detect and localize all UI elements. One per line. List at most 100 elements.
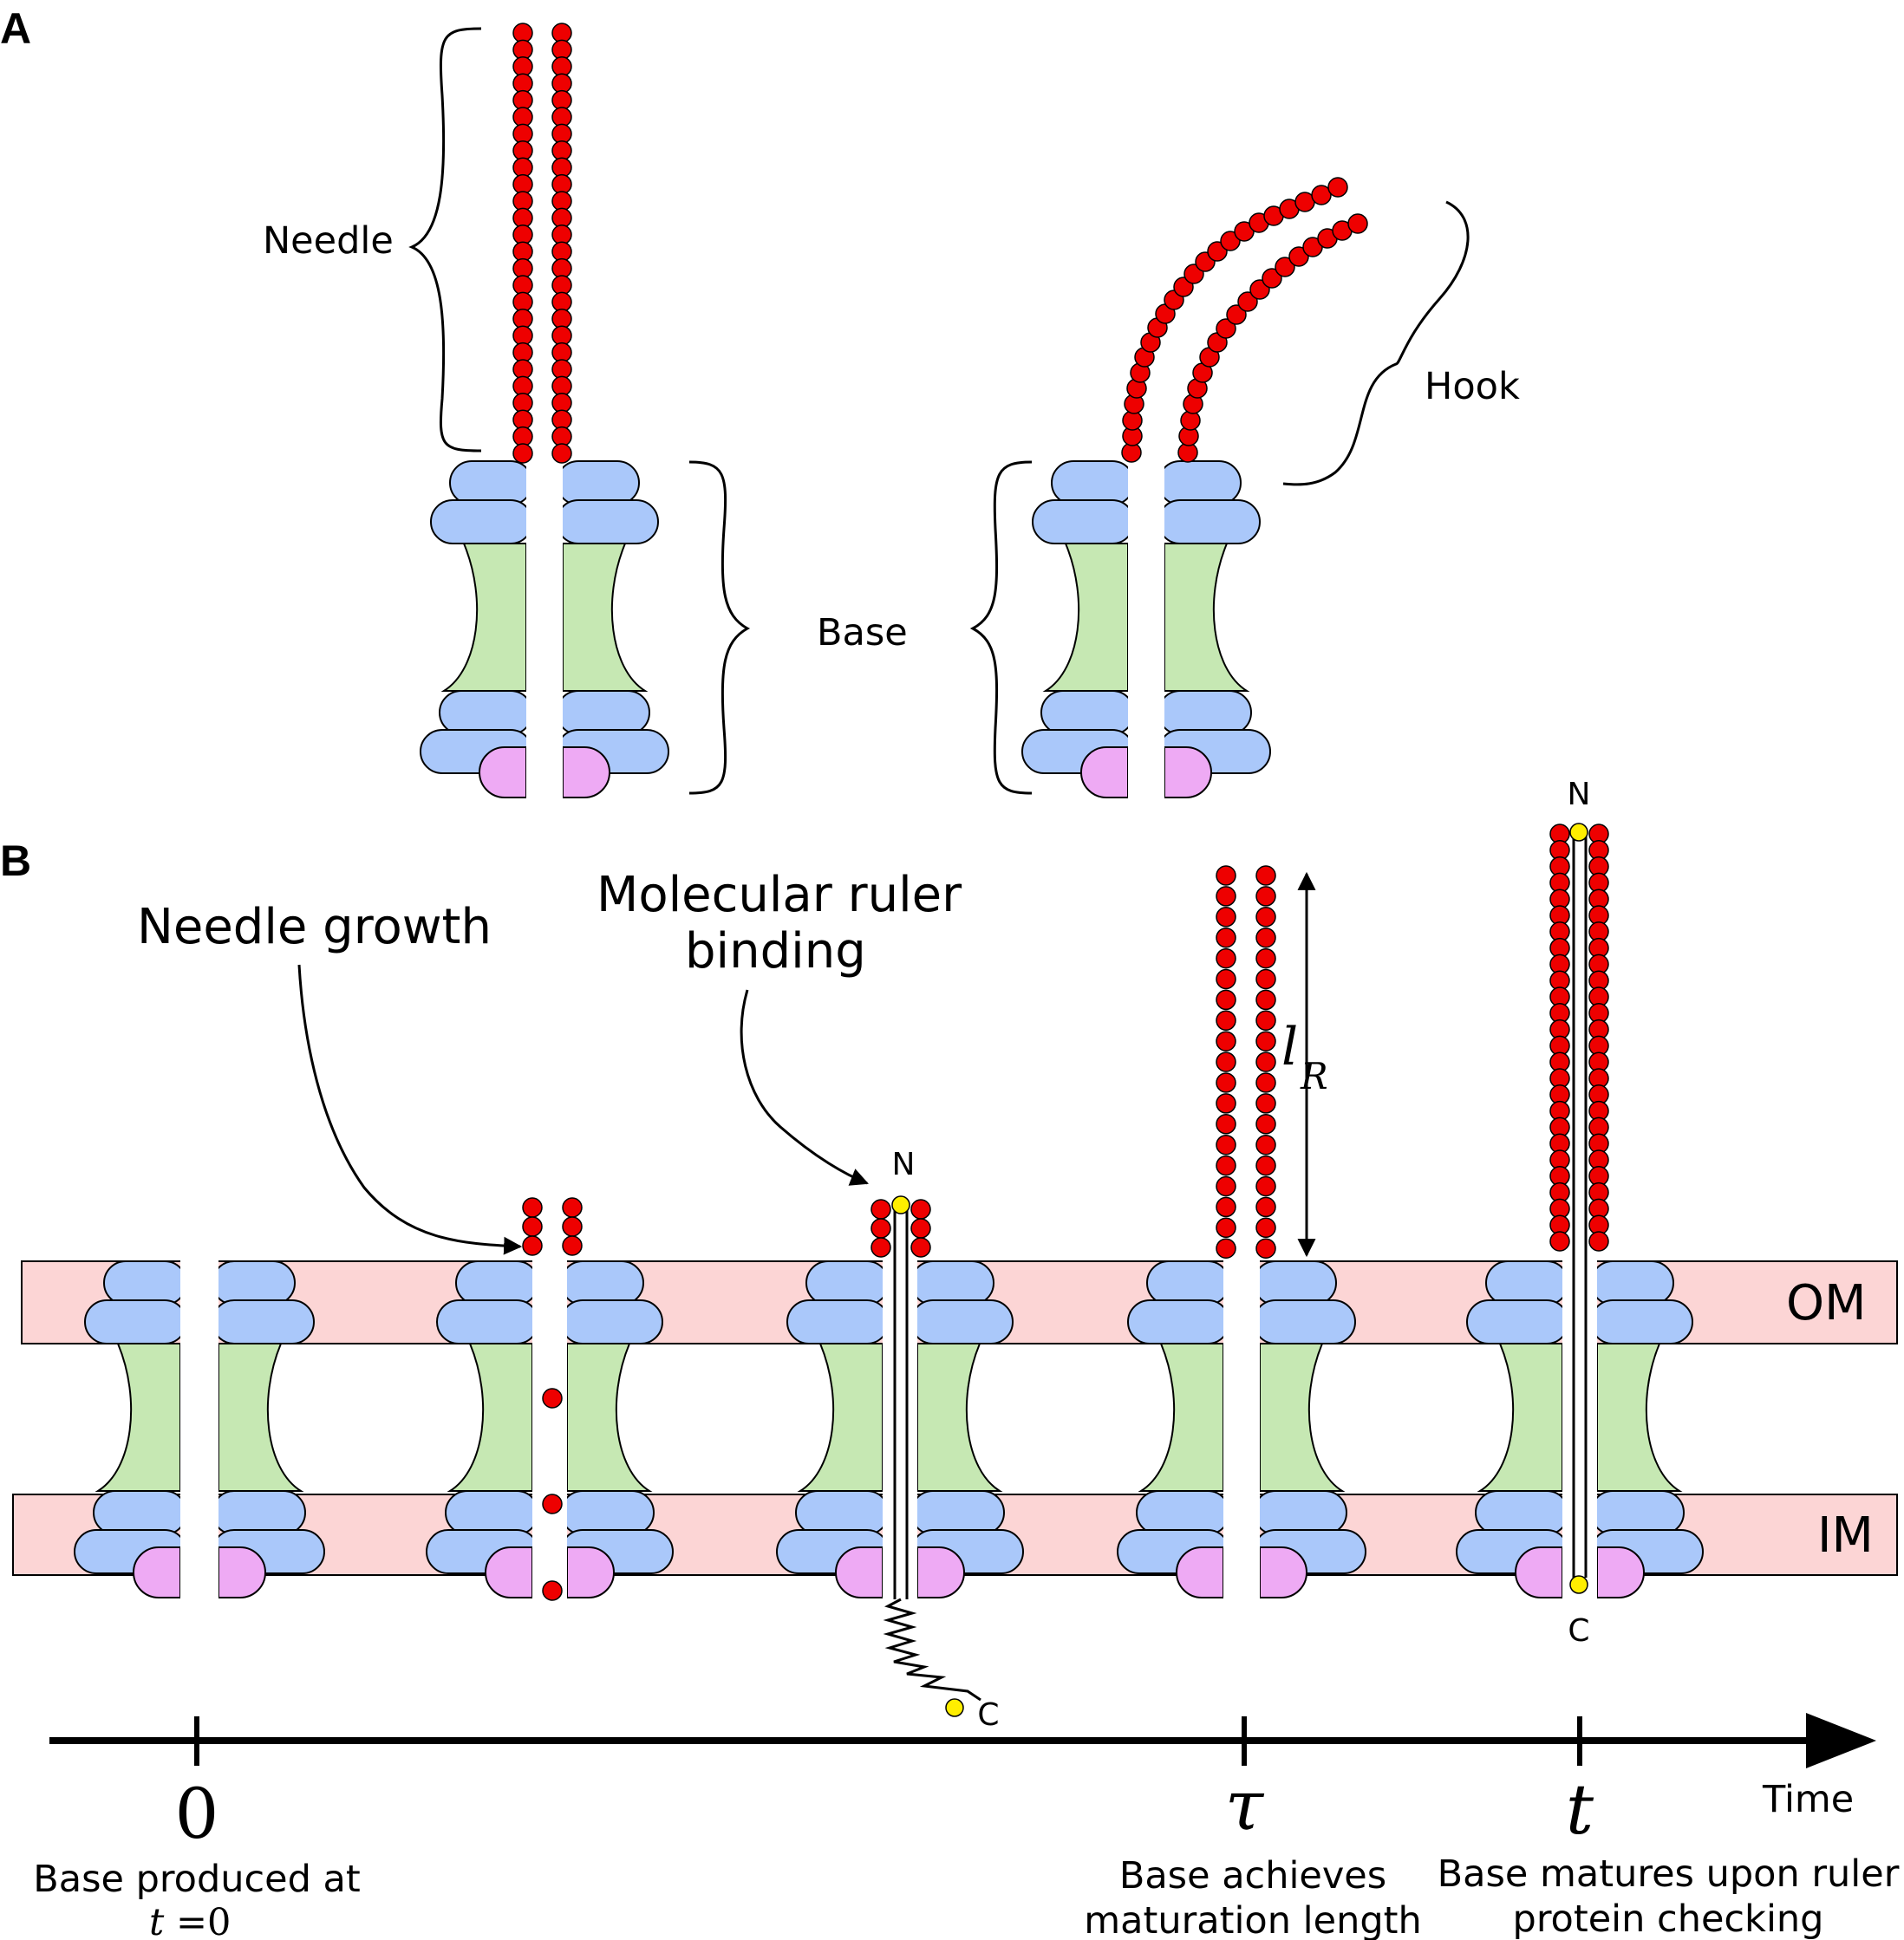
central-channel [1223,1260,1260,1600]
ring-upper-right [910,1260,994,1305]
ring-upper-left-wide [1466,1299,1569,1344]
ring-lower-left [445,1490,539,1535]
central-channel [883,1260,917,1600]
neck-left [797,1343,884,1492]
needle-subunit [1216,947,1236,969]
needle-subunit [1255,865,1276,886]
panel-b-letter: B [0,837,31,885]
ring-upper-right-wide [560,1299,663,1344]
ring-lower-right [1253,1490,1347,1535]
cup-right [916,1546,965,1598]
transit-subunit [542,1494,563,1514]
ring-upper-left-wide [430,499,533,544]
needle-subunit [870,1237,891,1258]
needle-subunit [870,1218,891,1239]
hook-subunit [1262,268,1282,289]
needle-subunit [1216,1093,1236,1114]
ruler-n-label: N [892,1147,916,1182]
neck-left [440,543,527,692]
ruler-binding-line2: binding [685,923,866,980]
ring-upper-left [455,1260,539,1305]
needle-subunit [1216,1114,1236,1135]
caption-zero-line1: Base produced at [33,1858,361,1901]
needle-subunit [1216,886,1236,907]
needle-subunit [1216,865,1236,886]
cup-left [133,1546,181,1598]
cup-left [1080,746,1129,798]
needle-subunit [562,1197,583,1218]
caption-t-line1: Base matures upon ruler [1438,1852,1900,1896]
needle-subunit [1216,1155,1236,1176]
ring-lower-right [1590,1490,1685,1535]
ruler-c-terminus [945,1698,964,1717]
neck-left [1477,1343,1563,1492]
hook-subunit [1347,213,1368,234]
caption-tau-line2: maturation length [1084,1899,1421,1940]
needle-subunit [1216,968,1236,990]
tick-t-symbol: t [1566,1769,1594,1850]
needle-growth-label: Needle growth [137,899,492,955]
ring-upper-right [556,460,640,505]
needle-subunit [870,1199,891,1220]
ruler-binding-line1: Molecular ruler [597,867,962,923]
tick-tau-symbol: τ [1225,1765,1265,1846]
ring-upper-left [1485,1260,1569,1305]
central-channel [1128,459,1164,800]
needle-subunit [1216,1072,1236,1093]
ring-lower-right [560,1490,655,1535]
ring-upper-left-wide [84,1299,187,1344]
needle-brace [408,27,482,452]
ring-upper-right [212,1260,296,1305]
hook-subunit [1216,318,1236,339]
needle-subunit [1216,1010,1236,1032]
needle-subunit [1255,1010,1276,1032]
neck-right [566,1343,653,1492]
ring-upper-right [1253,1260,1337,1305]
ring-upper-right-wide [1253,1299,1356,1344]
ruler-c-terminus [1569,1575,1588,1594]
ruler-n-label: N [1568,777,1591,812]
time-axis-label: Time [1762,1778,1854,1821]
needle-growth-arrow [297,964,523,1255]
om-label: OM [1786,1275,1866,1331]
base-label: Base [817,611,908,654]
cup-left [479,746,527,798]
ring-lower-left [93,1490,187,1535]
neck-right [562,543,649,692]
ring-lower-left [1475,1490,1569,1535]
ruler-n-terminus [1569,823,1588,842]
hook-subunit [1288,246,1309,267]
neck-right [916,1343,1003,1492]
needle-subunit [1255,886,1276,907]
hook-subunit [1311,185,1332,205]
ruler-c-label: C [1568,1613,1589,1649]
ring-lower-left [795,1490,890,1535]
needle-subunit [1216,907,1236,928]
needle-subunit [1255,1093,1276,1114]
ring-lower-left [1040,690,1135,735]
needle-subunit [1255,947,1276,969]
ruler-binding-arrow [740,989,869,1186]
ruler-length-subscript: R [1300,1055,1328,1097]
cup-right [1596,1546,1645,1598]
neck-right [1259,1343,1346,1492]
caption-t-line2: protein checking [1513,1898,1824,1940]
needle-subunit [1216,989,1236,1011]
neck-left [95,1343,181,1492]
ring-upper-left [1051,460,1135,505]
ring-lower-left [1136,1490,1230,1535]
cup-left [1176,1546,1224,1598]
neck-left [1138,1343,1224,1492]
needle-subunit [562,1216,583,1237]
tick-zero-symbol: 0 [175,1774,219,1854]
hook-subunit [1226,304,1247,325]
needle-subunit [1216,1031,1236,1051]
caption-zero-eq: =0 [164,1901,231,1940]
ring-upper-left [805,1260,890,1305]
needle-subunit [522,1197,543,1218]
hook-brace [1282,200,1470,486]
transit-subunit [542,1580,563,1601]
needle-subunit [1216,1051,1236,1072]
ring-upper-right [560,1260,644,1305]
